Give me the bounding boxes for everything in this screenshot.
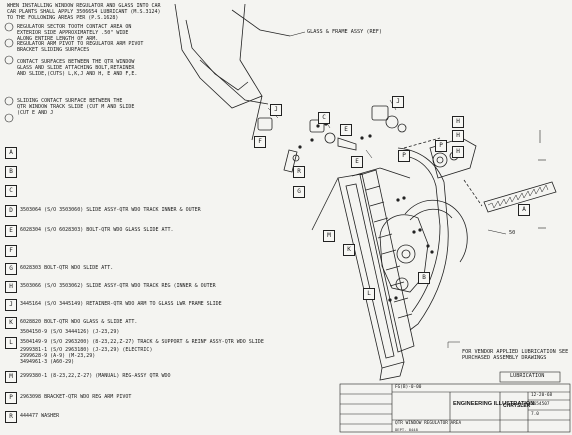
diagram-callout-label: E [351,156,363,168]
note-4-line-1: SLIDING CONTACT SURFACE BETWEEN THE [17,98,123,104]
part-letter-box: K [5,317,17,329]
note-2-line-2: BRACKET SLIDING SURFACES [17,47,90,53]
part-description: 6028303 BOLT-QTR WDO SLIDE ATT. [20,265,114,271]
sheet-number: 7.0 [531,412,539,417]
part-letter-box: A [5,147,17,159]
retainer-j-left [257,117,273,131]
lubrication-dots [298,122,434,302]
note-1-line-2: EXTERIOR SIDE APPROXIMATELY .50" WIDE [17,30,129,36]
drawing-id-number: 2654507 [531,402,550,407]
part-description: 3445164 (S/O 3445149) RETAINER-QTR WDO A… [20,301,222,307]
brand-name: CHRYSLER [503,403,531,409]
part-letter-box: E [5,225,17,237]
diagram-callout-label: G [293,186,305,198]
diagram-callout-label: L [363,288,375,300]
glass-frame-outline [174,3,263,109]
pivot-p [432,152,448,168]
drawing-date: 12-20-68 [531,393,553,398]
track-slide-outer [359,169,415,353]
part-letter-box: G [5,263,17,275]
regulator-arm [397,147,449,331]
drawing-title: QTR WINDOW REGULATOR AREA [395,421,462,426]
note-1-line-1: REGULATOR SECTOR TOOTH CONTACT AREA ON [17,24,132,30]
notes-header-line-1: WHEN INSTALLING WINDOW REGULATOR AND GLA… [7,3,161,9]
part-description: 2999380-1 (8-23,22,Z-27) (MANUAL) REG-AS… [20,373,171,379]
glass-frame-callout: GLASS & FRAME ASSY (REF) [307,29,382,35]
lubrication-box [499,371,561,383]
diagram-callout-label: K [343,244,355,256]
part-description: 444477 WASHER [20,413,60,419]
department: DEPT. 8448 [395,427,418,432]
gear-sector [404,199,468,263]
part-letter-box: B [5,166,17,178]
note-3-line-2: GLASS AND SLIDE ATTACHING BOLT,RETAINER [17,65,135,71]
retainer-j-mid [309,119,325,133]
part-description: 2963098 BRACKET-QTR WDO REG ARM PIVOT [20,394,132,400]
diagram-callout-label: B [418,272,430,284]
washer-e [324,132,336,144]
bolt-e [337,137,357,151]
part-l-subline: 3504150-9 (S/O 3444126) (J-23,29) [20,329,120,335]
part-letter-box: D [5,205,17,217]
track-support-l [337,173,405,369]
diagram-callout-label: H [452,146,464,158]
diagram-callout-label: M [323,230,335,242]
diagram-callout-label: E [340,124,352,136]
diagram-callout-label: J [392,96,404,108]
part-description: 3503066 (S/O 3503062) SLIDE ASSY-QTR WDO… [20,283,216,289]
diagram-callout-label: A [518,204,530,216]
note-2-line-1: REGULATOR ARM PIVOT TO REGULATOR ARM PIV… [17,41,144,47]
note-4-line-3: (CUT E AND J [17,110,54,116]
company-name: ENGINEERING ILLUSTRATION [453,401,535,407]
vendor-note-line-2: PURCHASED ASSEMBLY DRAWINGS [462,355,547,361]
drawing-number: FG(B)-0-00 [395,385,422,390]
serrated-slide [483,181,557,213]
part-letter-box: H [5,281,17,293]
part-m-subline-3: 2999628-9 (A-9) (M-23,29) [20,353,96,359]
part-m-subline-4: 3494961-3 (A60-29) [20,359,75,365]
part-description: 3503064 (S/O 3503060) SLIDE ASSY-QTR WDO… [20,207,201,213]
part-m-subline-2: 2999381-1 (S/O 2963180) (J-23,29) (ELECT… [20,347,153,353]
part-letter-box: P [5,392,17,404]
part-description: 6028820 BOLT-QTR WDO GLASS & SLIDE ATT. [20,319,138,325]
notes-header-line-3: TO THE FOLLOWING AREAS PER (P.S.1628) [7,15,119,21]
vendor-note-line-1: FOR VENDOR APPLIED LUBRICATION SEE [462,349,569,355]
part-letter-box: L [5,337,17,349]
diagram-callout-label: P [398,150,410,162]
diagram-callout-label: P [435,140,447,152]
part-letter-box: C [5,185,17,197]
dimension-50: 50 [509,230,516,236]
diagram-callout-label: H [452,130,464,142]
note-4-line-2: QTR WINDOW TRACK SLIDE (CUT M AND SLIDE [17,104,135,110]
retainer-j-right [371,105,389,121]
note-1-line-3: ALONG ENTIRE LENGTH OF ARM. [17,36,99,42]
part-letter-box: F [5,245,17,257]
regulator-body [379,214,429,293]
part-description: 6028304 (S/O 6028303) BOLT-QTR WDO GLASS… [20,227,174,233]
diagram-callout-label: R [293,166,305,178]
notes-header-line-2: CAR PLANTS SHALL APPLY 3506654 LUBRICANT… [7,9,161,15]
part-description: 3504149-9 (S/O 2963200) (8-23,22,Z-27) T… [20,339,264,345]
regulator-hub [396,244,416,264]
note-3-line-3: AND SLIDE,(CUTS) L,K,J AND H, E AND F,E. [17,71,138,77]
diagram-callout-label: H [452,116,464,128]
washer-e-right [385,115,399,129]
diagram-callout-label: F [254,136,266,148]
diagram-callout-label: J [270,104,282,116]
lubrication-label: LUBRICATION [510,373,545,379]
title-block-frame [339,383,571,433]
part-letter-box: M [5,371,17,383]
part-letter-box: J [5,299,17,311]
diagram-callout-label: C [318,112,330,124]
bolt-f [283,149,298,173]
note-3-line-1: CONTACT SURFACES BETWEEN THE QTR WINDOW [17,59,135,65]
part-letter-box: R [5,411,17,423]
